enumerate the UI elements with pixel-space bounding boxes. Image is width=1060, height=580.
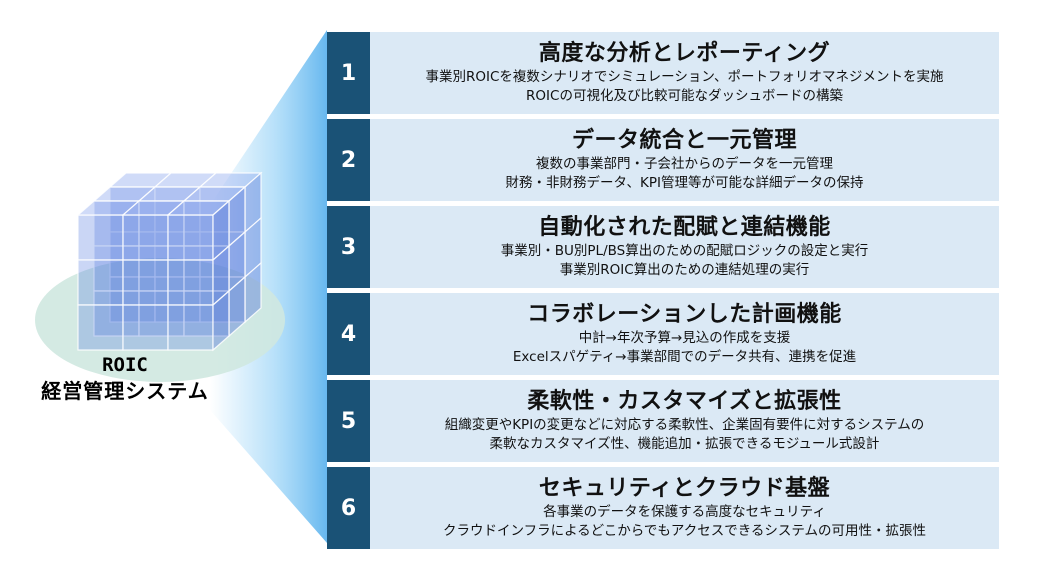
cube-cell <box>77 304 124 351</box>
feature-title: データ統合と一元管理 <box>571 128 797 153</box>
feature-row-4: 4 コラボレーションした計画機能中計→年次予算→見込の作成を支援 Excelスパゲテ… <box>327 293 999 375</box>
feature-description-line: 財務・非財務データ、KPI管理等が可能な詳細データの保持 <box>505 175 864 191</box>
feature-content: データ統合と一元管理複数の事業部門・子会社からのデータを一元管理財務・非財務デー… <box>370 119 999 201</box>
feature-description-line: クラウドインフラによるどこからでもアクセスできるシステムの可用性・拡張性 <box>442 523 927 539</box>
feature-description-line: 柔軟なカスタマイズ性、機能追加・拡張できるモジュール式設計 <box>489 436 880 452</box>
data-cube-icon <box>76 171 263 352</box>
system-name: 経営管理システム <box>41 379 209 403</box>
feature-number: 1 <box>327 32 370 114</box>
feature-title: 柔軟性・カスタマイズと拡張性 <box>527 389 842 414</box>
feature-content: 自動化された配賦と連結機能事業別・BU別PL/BS算出のための配賦ロジックの設定… <box>370 206 999 288</box>
feature-title: コラボレーションした計画機能 <box>527 302 842 327</box>
cube-cell <box>212 289 230 352</box>
system-acronym: ROIC <box>102 354 148 376</box>
feature-content: 柔軟性・カスタマイズと拡張性組織変更やKPIの変更などに対応する柔軟性、企業固有… <box>370 380 999 462</box>
feature-description-line: 複数の事業部門・子会社からのデータを一元管理 <box>536 156 833 172</box>
feature-content: コラボレーションした計画機能中計→年次予算→見込の作成を支援 Excelスパゲティ… <box>370 293 999 375</box>
feature-title: 高度な分析とレポーティング <box>538 41 831 66</box>
feature-content: 高度な分析とレポーティング事業別ROICを複数シナリオでシミュレーション、ポート… <box>370 32 999 114</box>
feature-title: 自動化された配賦と連結機能 <box>538 215 831 240</box>
feature-number: 4 <box>327 293 370 375</box>
feature-number: 6 <box>327 467 370 549</box>
feature-number: 2 <box>327 119 370 201</box>
cube-cell <box>77 259 124 306</box>
feature-description-line: 各事業のデータを保護する高度なセキュリティ <box>543 504 826 520</box>
feature-description-line: 組織変更やKPIの変更などに対応する柔軟性、企業固有要件に対するシステムの <box>444 417 925 433</box>
cube-cell <box>167 214 214 261</box>
cube-cell <box>77 214 124 261</box>
feature-title: セキュリティとクラウド基盤 <box>538 476 831 501</box>
feature-number: 5 <box>327 380 370 462</box>
feature-description-line: ROICの可視化及び比較可能なダッシュボードの構築 <box>526 88 843 104</box>
cube-cell <box>122 259 169 306</box>
feature-description-line: 事業別ROICを複数シナリオでシミュレーション、ポートフォリオマネジメントを実施 <box>425 69 944 85</box>
feature-description-line: 事業別・BU別PL/BS算出のための配賦ロジックの設定と実行 <box>500 243 869 259</box>
cube-cell <box>167 304 214 351</box>
cube-cell <box>167 259 214 306</box>
feature-description-line: 事業別ROIC算出のための連結処理の実行 <box>559 262 810 278</box>
feature-content: セキュリティとクラウド基盤各事業のデータを保護する高度なセキュリティクラウドイン… <box>370 467 999 549</box>
feature-description-line: 中計→年次予算→見込の作成を支援 <box>578 330 791 346</box>
feature-description-line: Excelスパゲティ→事業部間でのデータ共有、連携を促進 <box>512 349 857 365</box>
feature-number: 3 <box>327 206 370 288</box>
base-ellipse <box>35 258 285 382</box>
cube-cell <box>122 214 169 261</box>
system-label: ROIC 経営管理システム <box>30 353 220 405</box>
cube-cell <box>122 304 169 351</box>
projection-beam <box>210 30 327 543</box>
